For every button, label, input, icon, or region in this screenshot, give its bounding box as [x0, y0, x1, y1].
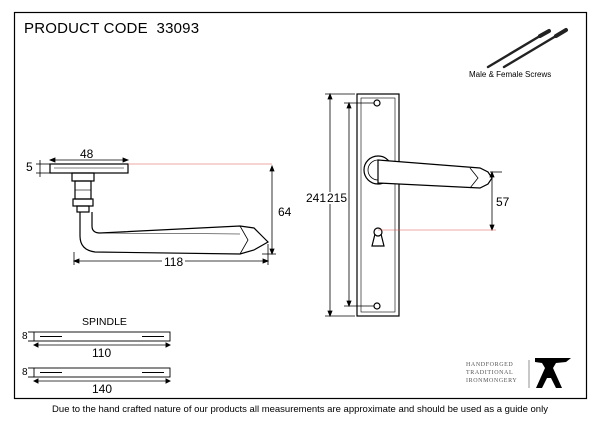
lever-dimension-lines [36, 157, 276, 265]
brand-line: IRONMONGERY [466, 378, 518, 385]
dimension-plate-height: 241 [306, 191, 327, 205]
disclaimer-footer: Due to the hand crafted nature of our pr… [52, 404, 548, 415]
spindle-drawings [28, 331, 172, 384]
dimension-lever-to-keyhole: 57 [496, 195, 510, 209]
drawing-frame [13, 11, 588, 400]
spindle-size: 8 [22, 367, 28, 378]
spindle-size: 8 [22, 331, 28, 342]
lever-side-view [49, 163, 269, 255]
spindle-title: SPINDLE [82, 316, 127, 328]
dimension-rose-thickness: 5 [26, 160, 33, 174]
screws-label: Male & Female Screws [469, 70, 552, 79]
brand-line: HANDFORGED [466, 362, 514, 368]
backplate-dimension-lines [325, 92, 502, 318]
brand-wordmark: HANDFORGED TRADITIONAL IRONMONGERY [466, 361, 526, 386]
brand-line: TRADITIONAL [466, 370, 514, 377]
spindle-length: 140 [92, 382, 113, 396]
screws-illustration [486, 28, 568, 69]
backplate-front-view [356, 93, 493, 317]
spindle-length: 110 [92, 346, 112, 360]
anvil-logo-icon [535, 358, 571, 388]
dimension-lever-length: 118 [162, 255, 186, 269]
dimension-fixing-centres: 215 [327, 191, 348, 205]
product-code-title: PRODUCT CODE 33093 [24, 20, 200, 37]
dimension-rose-width: 48 [80, 147, 94, 161]
dimension-lever-projection: 64 [278, 205, 292, 219]
